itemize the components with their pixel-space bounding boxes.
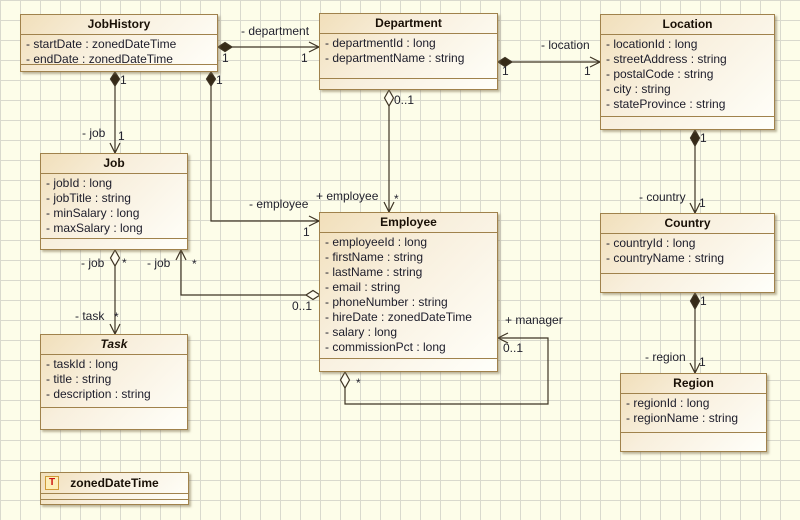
multiplicity: 1 — [303, 225, 310, 239]
multiplicity: 1 — [120, 73, 127, 87]
class-attribute: - hireDate : zonedDateTime — [325, 310, 472, 324]
multiplicity: 1 — [301, 51, 308, 65]
class-attribute: - countryId : long — [606, 236, 696, 250]
class-attribute: - locationId : long — [606, 37, 698, 51]
multiplicity: 1 — [700, 131, 707, 145]
class-jobhistory[interactable]: JobHistory - startDate : zonedDateTime -… — [20, 14, 218, 72]
class-title: Location — [601, 15, 774, 35]
class-country[interactable]: Country - countryId : long - countryName… — [600, 213, 775, 293]
class-title: Job — [41, 154, 187, 174]
role-label: - department — [241, 24, 310, 38]
operations-compartment — [41, 408, 187, 429]
class-attribute: - city : string — [606, 82, 671, 96]
class-attribute: - taskId : long — [46, 357, 119, 371]
operations-compartment — [621, 433, 766, 451]
operations-compartment — [320, 79, 497, 89]
datatype-zoneddatetime[interactable]: T zonedDateTime — [40, 472, 189, 505]
multiplicity: * — [192, 257, 197, 271]
role-label: + employee — [316, 189, 379, 203]
operations-compartment — [601, 117, 774, 129]
multiplicity: * — [122, 256, 127, 270]
edge-department-employee[interactable] — [383, 88, 395, 214]
attributes-compartment: - employeeId : long - firstName : string… — [320, 233, 497, 359]
multiplicity: * — [394, 192, 399, 206]
class-department[interactable]: Department - departmentId : long - depar… — [319, 13, 498, 90]
multiplicity: 1 — [222, 51, 229, 65]
role-label: - country — [639, 190, 686, 204]
multiplicity: 0..1 — [292, 299, 313, 313]
class-title: JobHistory — [21, 15, 217, 35]
attributes-compartment: - startDate : zonedDateTime - endDate : … — [21, 35, 217, 65]
class-attribute: - maxSalary : long — [46, 221, 143, 235]
multiplicity: 1 — [118, 129, 125, 143]
class-attribute: - countryName : string — [606, 251, 725, 265]
class-title: Region — [621, 374, 766, 394]
class-title: Task — [41, 335, 187, 355]
operations-compartment — [41, 239, 187, 249]
datatype-compartment — [41, 500, 188, 504]
multiplicity: * — [114, 310, 119, 324]
class-attribute: - startDate : zonedDateTime — [26, 37, 177, 51]
class-attribute: - minSalary : long — [46, 206, 140, 220]
operations-compartment — [21, 65, 217, 71]
attributes-compartment: - departmentId : long - departmentName :… — [320, 34, 497, 79]
class-attribute: - regionId : long — [626, 396, 710, 410]
operations-compartment — [320, 359, 497, 371]
class-task[interactable]: Task - taskId : long - title : string - … — [40, 334, 188, 430]
class-attribute: - commissionPct : long — [325, 340, 446, 354]
class-attribute: - email : string — [325, 280, 401, 294]
role-label: - job — [81, 256, 105, 270]
multiplicity: 0..1 — [394, 93, 415, 107]
role-label: - job — [82, 126, 106, 140]
class-attribute: - streetAddress : string — [606, 52, 727, 66]
role-label: - employee — [249, 197, 309, 211]
attributes-compartment: - locationId : long - streetAddress : st… — [601, 35, 774, 117]
attributes-compartment: - taskId : long - title : string - descr… — [41, 355, 187, 408]
class-attribute: - jobId : long — [46, 176, 113, 190]
role-label: - task — [75, 309, 105, 323]
datatype-title: zonedDateTime — [70, 476, 159, 490]
class-region[interactable]: Region - regionId : long - regionName : … — [620, 373, 767, 452]
class-attribute: - stateProvince : string — [606, 97, 726, 111]
multiplicity: 0..1 — [503, 341, 524, 355]
class-attribute: - endDate : zonedDateTime — [26, 52, 173, 65]
multiplicity: 1 — [699, 196, 706, 210]
class-title: Employee — [320, 213, 497, 233]
class-attribute: - firstName : string — [325, 250, 424, 264]
class-job[interactable]: Job - jobId : long - jobTitle : string -… — [40, 153, 188, 250]
class-attribute: - title : string — [46, 372, 112, 386]
class-attribute: - postalCode : string — [606, 67, 714, 81]
class-attribute: - jobTitle : string — [46, 191, 131, 205]
role-label: - region — [645, 350, 686, 364]
class-attribute: - phoneNumber : string — [325, 295, 448, 309]
class-title: Country — [601, 214, 774, 234]
class-attribute: - description : string — [46, 387, 151, 401]
class-attribute: - lastName : string — [325, 265, 423, 279]
class-attribute: - regionName : string — [626, 411, 739, 425]
edge-employee-job[interactable] — [175, 248, 322, 301]
role-label: - job — [147, 256, 171, 270]
datatype-icon: T — [45, 476, 59, 490]
class-attribute: - employeeId : long — [325, 235, 428, 249]
multiplicity: 1 — [216, 73, 223, 87]
datatype-compartment — [41, 494, 188, 500]
role-label: + manager — [505, 313, 563, 327]
role-label: - location — [541, 38, 590, 52]
multiplicity: * — [356, 376, 361, 390]
class-employee[interactable]: Employee - employeeId : long - firstName… — [319, 212, 498, 372]
multiplicity: 1 — [699, 355, 706, 369]
multiplicity: 1 — [700, 294, 707, 308]
attributes-compartment: - jobId : long - jobTitle : string - min… — [41, 174, 187, 239]
operations-compartment — [601, 274, 774, 292]
class-location[interactable]: Location - locationId : long - streetAdd… — [600, 14, 775, 130]
class-attribute: - departmentId : long — [325, 36, 436, 50]
multiplicity: 1 — [584, 64, 591, 78]
class-title: Department — [320, 14, 497, 34]
attributes-compartment: - countryId : long - countryName : strin… — [601, 234, 774, 274]
class-attribute: - departmentName : string — [325, 51, 465, 65]
attributes-compartment: - regionId : long - regionName : string — [621, 394, 766, 433]
class-attribute: - salary : long — [325, 325, 398, 339]
multiplicity: 1 — [502, 64, 509, 78]
